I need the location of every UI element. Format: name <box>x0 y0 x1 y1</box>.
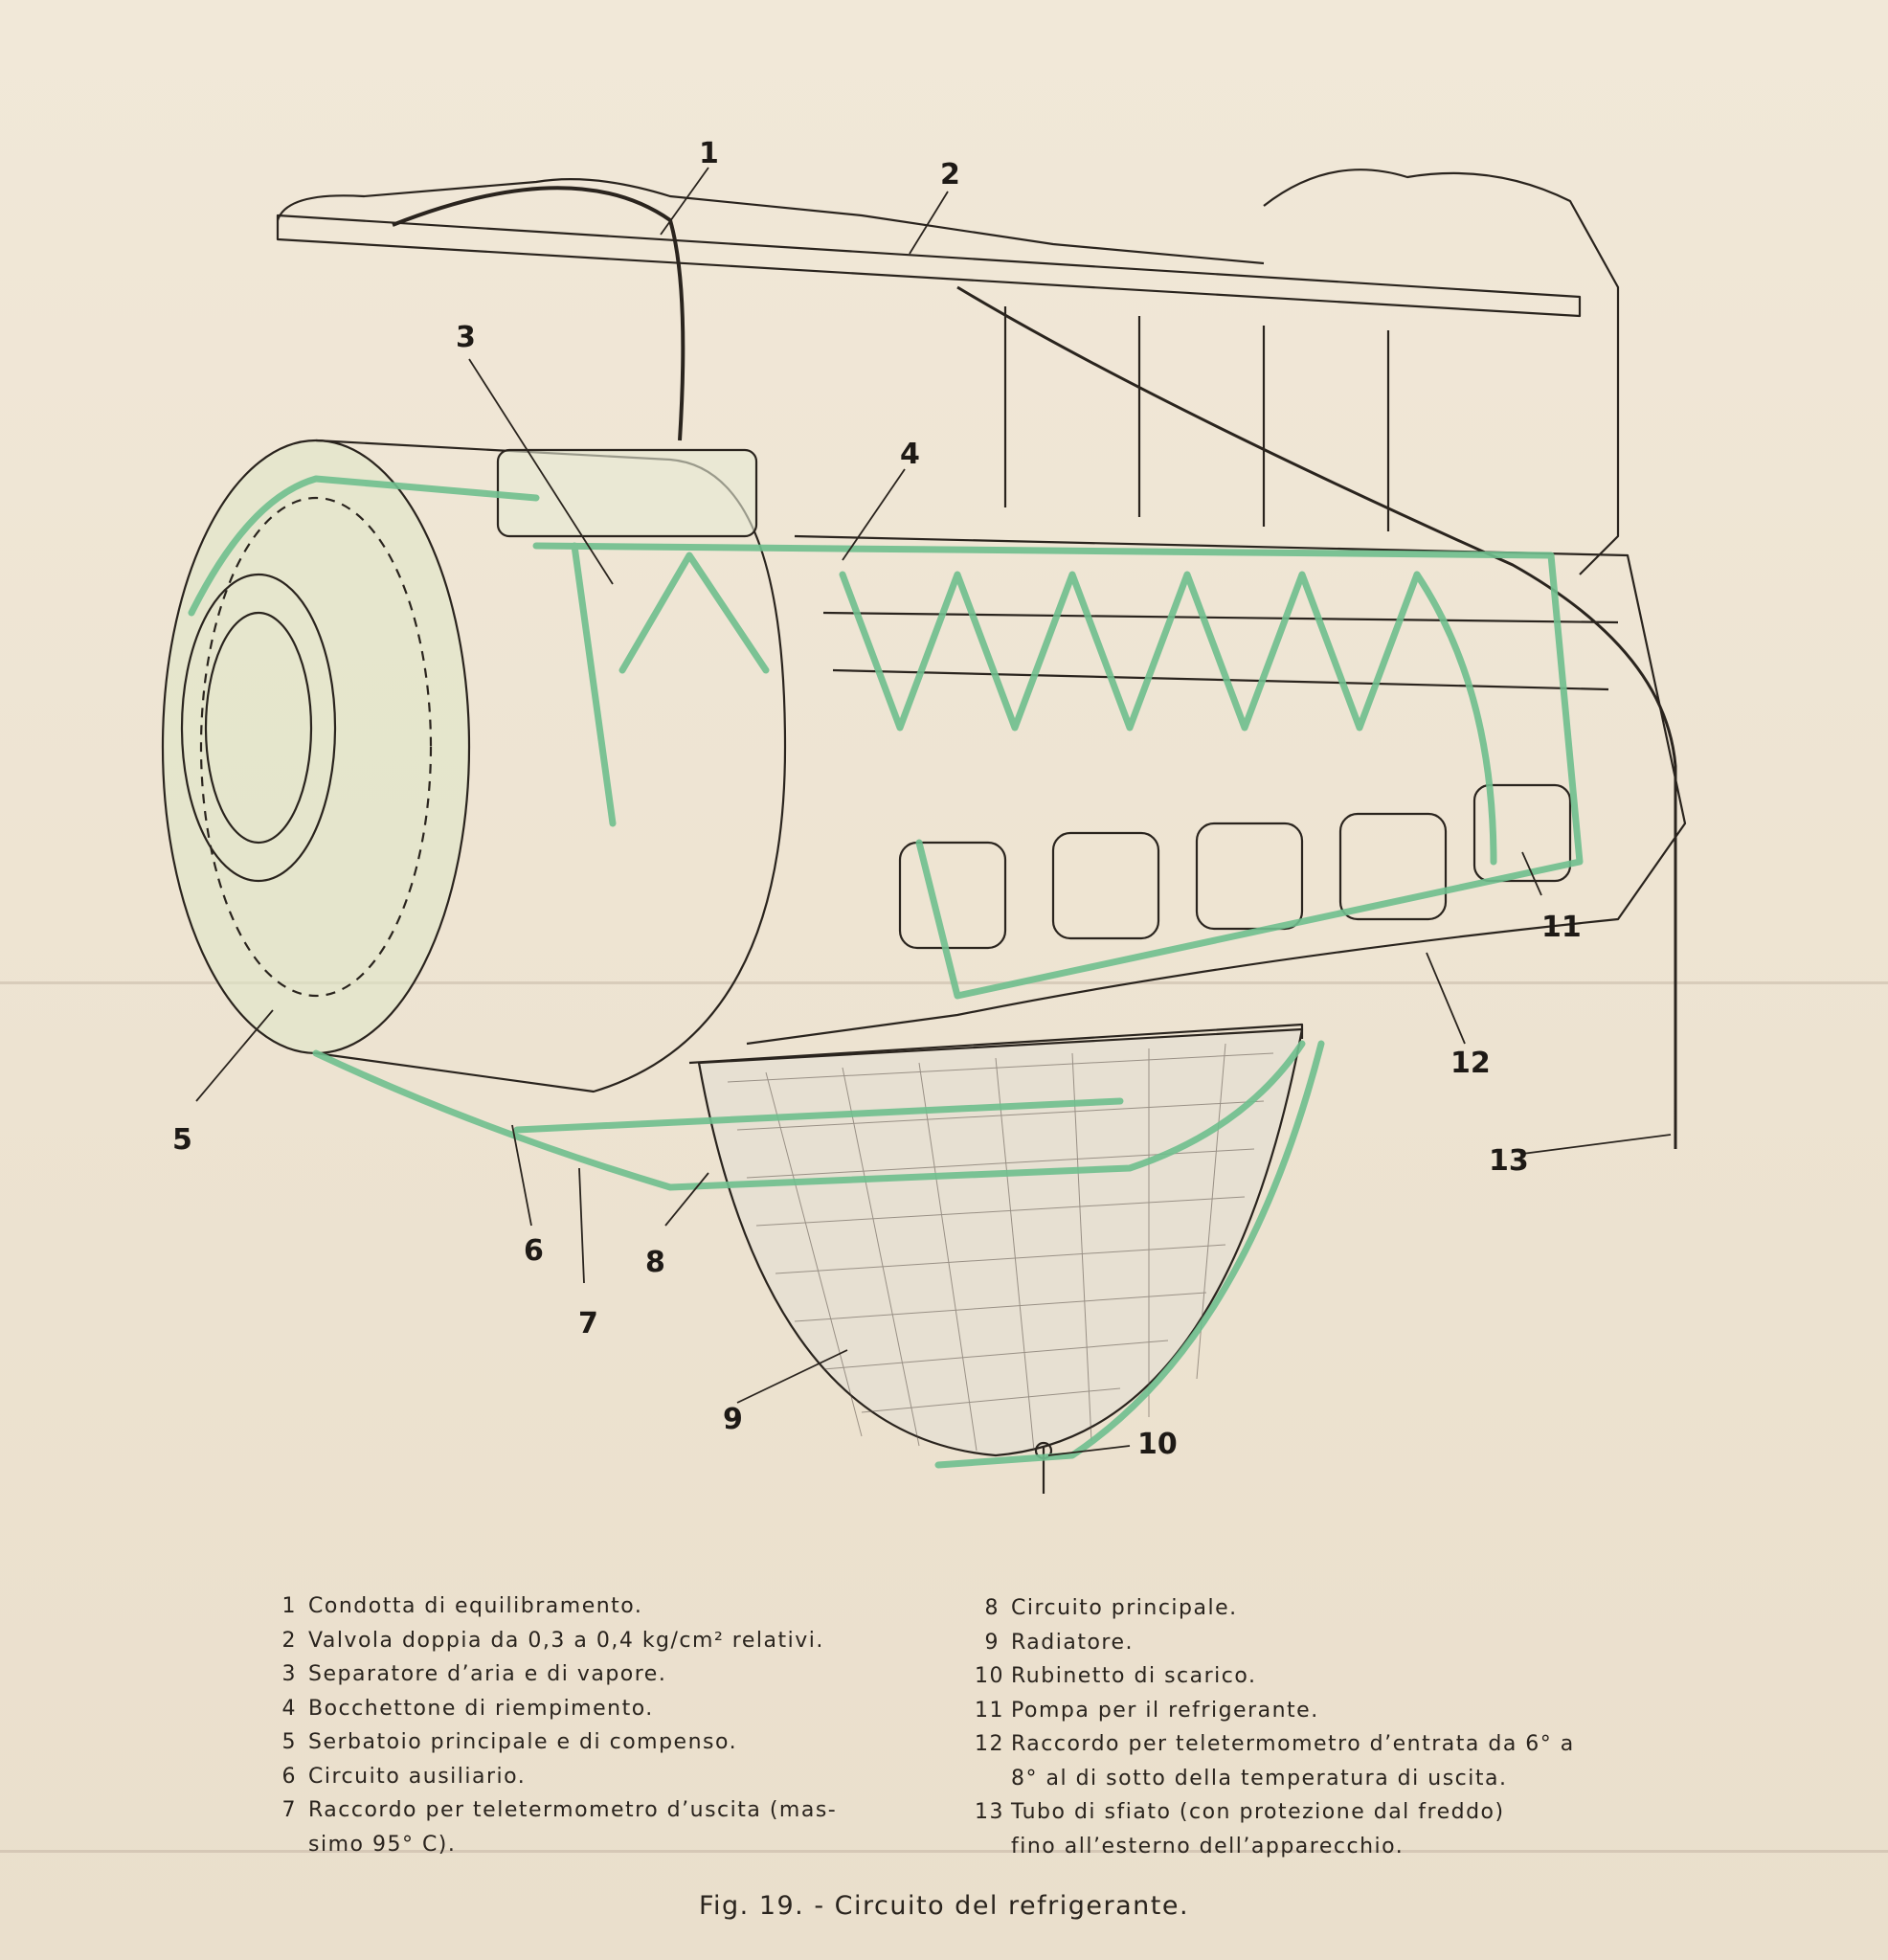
legend-number: 9 <box>984 1630 1000 1655</box>
legend-number: 12 <box>975 1732 1004 1756</box>
engine-top-rail <box>276 214 1582 318</box>
legend-text: Valvola doppia da 0,3 a 0,4 kg/cm² relat… <box>308 1628 824 1653</box>
radiator-grille <box>697 1027 1304 1457</box>
valve-cover <box>276 178 1265 265</box>
legend-item: 6 Circuito ausiliario. <box>272 1760 837 1794</box>
legend-text: Radiatore. <box>1011 1630 1135 1655</box>
legend-continuation: 8° al di sotto della temperatura di usci… <box>1011 1766 1508 1791</box>
legend-item: 13 Tubo di sfiato (con protezione dal fre… <box>975 1795 1575 1830</box>
legend-number: 8 <box>984 1596 1000 1620</box>
engine-crankcase <box>746 534 1687 1046</box>
legend-continuation: simo 95° C). <box>308 1832 457 1857</box>
fold-crease <box>0 1850 1888 1853</box>
legend-text: Pompa per il refrigerante. <box>1011 1698 1319 1723</box>
legend-text: Rubinetto di scarico. <box>1011 1664 1257 1688</box>
main-tank <box>161 439 471 1055</box>
fold-crease <box>0 981 1888 984</box>
legend-item: 9 Radiatore. <box>975 1626 1575 1660</box>
legend-item: 1 Condotta di equilibramento. <box>272 1589 837 1624</box>
callout-3: 3 <box>456 321 476 354</box>
legend-text: Bocchettone di riempimento. <box>308 1696 654 1721</box>
legend-item: 3 Separatore d’aria e di vapore. <box>272 1657 837 1692</box>
callout-2: 2 <box>940 158 960 191</box>
engine-cooling-diagram: 1 2 3 4 5 6 7 8 9 10 11 12 13 <box>161 137 1687 1494</box>
legend-number: 11 <box>975 1698 1004 1723</box>
legend-right-column: 8 Circuito principale. 9 Radiatore. 10 Rubi… <box>975 1591 1575 1863</box>
legend-number: 3 <box>281 1662 297 1686</box>
legend-item: 7 Raccordo per teletermometro d’uscita (m… <box>272 1793 837 1828</box>
callout-11: 11 <box>1541 911 1582 944</box>
legend-text: Raccordo per teletermometro d’uscita (ma… <box>308 1798 838 1822</box>
callout-13: 13 <box>1489 1144 1529 1178</box>
legend-item: 12 Raccordo per teletermometro d’entrata … <box>975 1727 1575 1762</box>
legend-text: Circuito principale. <box>1011 1596 1238 1620</box>
legend-item: 8 Circuito principale. <box>975 1591 1575 1626</box>
callout-1: 1 <box>699 137 719 170</box>
callout-4: 4 <box>900 438 920 471</box>
legend-number: 13 <box>975 1800 1004 1824</box>
callout-7: 7 <box>578 1307 598 1340</box>
legend-item: 11 Pompa per il refrigerante. <box>975 1694 1575 1728</box>
legend-number: 4 <box>281 1696 297 1721</box>
callout-10: 10 <box>1137 1428 1178 1461</box>
legend-item: 5 Serbatoio principale e di compenso. <box>272 1725 837 1760</box>
callout-9: 9 <box>723 1403 743 1436</box>
legend-text: Raccordo per teletermometro d’entrata da… <box>1011 1732 1575 1756</box>
figure-caption: Fig. 19. - Circuito del refrigerante. <box>698 1891 1190 1921</box>
engine-rear-housing <box>1263 169 1620 575</box>
callout-6: 6 <box>524 1234 544 1268</box>
legend-number: 1 <box>281 1594 297 1618</box>
legend-number: 2 <box>281 1628 297 1653</box>
legend-text: Serbatoio principale e di compenso. <box>308 1730 738 1754</box>
legend-text: Circuito ausiliario. <box>308 1764 527 1789</box>
legend-continuation: fino all’esterno dell’apparecchio. <box>1011 1834 1405 1859</box>
flywheel <box>180 573 337 883</box>
legend-number: 5 <box>281 1730 297 1754</box>
breather-tube <box>956 285 1677 1149</box>
legend-text: Tubo di sfiato (con protezione dal fredd… <box>1011 1800 1505 1824</box>
legend-left-column: 1 Condotta di equilibramento. 2 Valvola do… <box>272 1589 837 1861</box>
legend-text: Separatore d’aria e di vapore. <box>308 1662 667 1686</box>
legend-item: 2 Valvola doppia da 0,3 a 0,4 kg/cm² rela… <box>272 1624 837 1658</box>
legend-item: 10 Rubinetto di scarico. <box>975 1659 1575 1694</box>
legend-number: 7 <box>281 1798 297 1822</box>
legend-item: 4 Bocchettone di riempimento. <box>272 1692 837 1726</box>
legend-text: Condotta di equilibramento. <box>308 1594 643 1618</box>
main-circuit <box>312 1040 1306 1191</box>
callout-5: 5 <box>172 1123 192 1157</box>
callout-12: 12 <box>1450 1047 1491 1080</box>
callout-8: 8 <box>645 1246 665 1279</box>
legend-number: 6 <box>281 1764 297 1789</box>
legend-number: 10 <box>975 1664 1004 1688</box>
